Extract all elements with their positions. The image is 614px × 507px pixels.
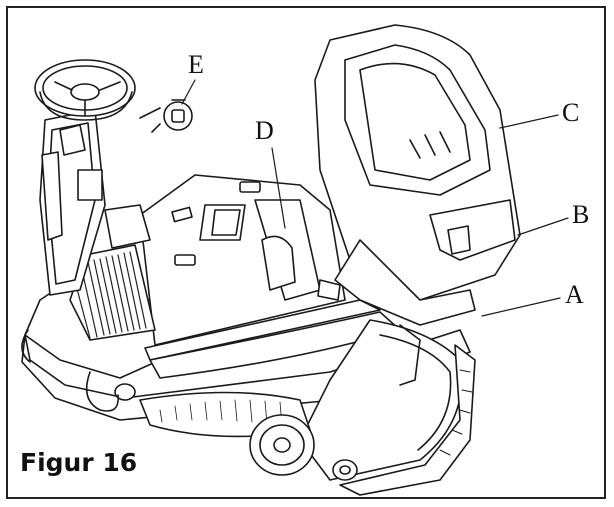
leader-lines	[181, 79, 569, 317]
label-d: D	[255, 116, 274, 145]
figure-caption: Figur 16	[20, 448, 138, 477]
label-c: C	[562, 98, 580, 127]
foot-platform	[69, 204, 156, 341]
hoses	[21, 324, 421, 412]
seat	[314, 24, 521, 326]
steering-wheel	[34, 59, 136, 121]
wheels	[114, 383, 358, 481]
steering-column	[39, 109, 106, 296]
label-e: E	[188, 50, 204, 79]
label-b: B	[572, 200, 590, 229]
machine-body	[139, 174, 346, 346]
label-a: A	[565, 280, 584, 309]
switch-detail	[139, 99, 193, 133]
